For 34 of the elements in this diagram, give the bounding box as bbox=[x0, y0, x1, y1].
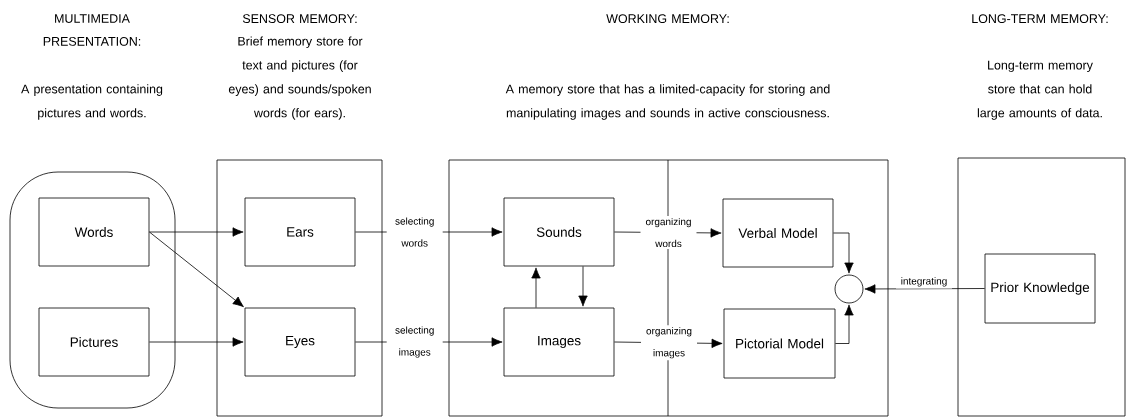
memory-panel bbox=[216, 159, 383, 417]
process-box: Eyes bbox=[244, 307, 356, 377]
description-text: A memory store that has a limited-capacity for storing and manipulating images and sounds in active consciousness. bbox=[505, 84, 830, 120]
arrow bbox=[149, 227, 244, 237]
description-text: Long-term memory store that can hold large amounts of data. bbox=[977, 60, 1102, 120]
edge-label: selecting images bbox=[386, 324, 443, 360]
process-box: Verbal Model bbox=[722, 198, 834, 268]
arrow bbox=[531, 267, 541, 308]
process-box: Sounds bbox=[503, 197, 615, 267]
process-box: Pictorial Model bbox=[723, 308, 836, 379]
process-box: Words bbox=[38, 197, 150, 267]
edge-label: selecting words bbox=[386, 215, 443, 249]
edge-label: organizing images bbox=[641, 325, 697, 361]
arrow bbox=[578, 266, 588, 307]
process-box: Ears bbox=[244, 197, 356, 267]
memory-panel bbox=[957, 157, 1126, 417]
process-box: Prior Knowledge bbox=[984, 253, 1096, 324]
column-heading: WORKING MEMORY: bbox=[606, 14, 729, 23]
process-box: Pictures bbox=[38, 307, 150, 377]
arrow bbox=[833, 232, 854, 274]
presentation-capsule bbox=[9, 171, 176, 409]
description-text: A presentation containing pictures and words. bbox=[21, 84, 163, 120]
column-heading: MULTIMEDIA PRESENTATION: bbox=[43, 14, 141, 46]
process-box: Images bbox=[503, 307, 615, 377]
description-text: Brief memory store for text and pictures (for eyes) and sounds/spoken words (for ears). bbox=[228, 36, 371, 120]
edge-label: integrating bbox=[896, 275, 952, 289]
arrow bbox=[149, 231, 244, 308]
arrow bbox=[149, 337, 244, 347]
junction-circle bbox=[834, 274, 864, 304]
edge-label: organizing words bbox=[640, 215, 697, 250]
column-heading: LONG-TERM MEMORY: bbox=[972, 14, 1108, 23]
arrow bbox=[835, 304, 854, 344]
memory-panel bbox=[448, 159, 889, 417]
column-heading: SENSOR MEMORY: bbox=[242, 14, 357, 24]
